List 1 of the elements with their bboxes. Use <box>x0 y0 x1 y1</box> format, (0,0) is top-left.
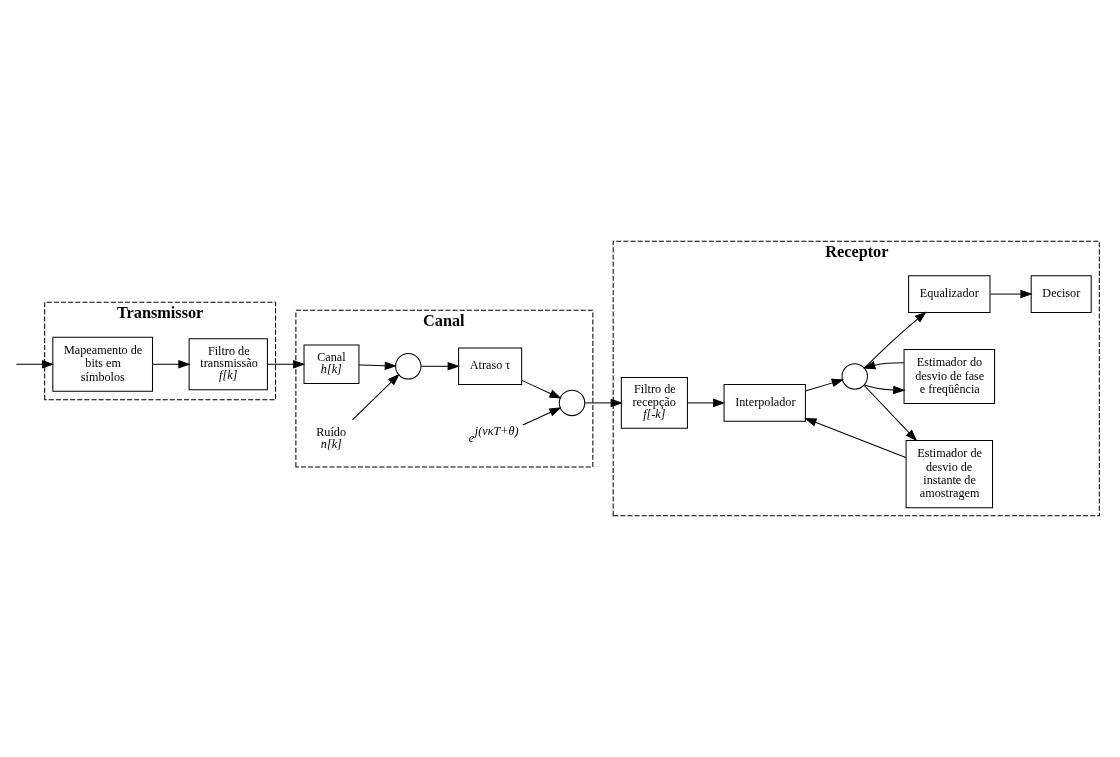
node-text: Ruído n[k] <box>316 425 347 452</box>
